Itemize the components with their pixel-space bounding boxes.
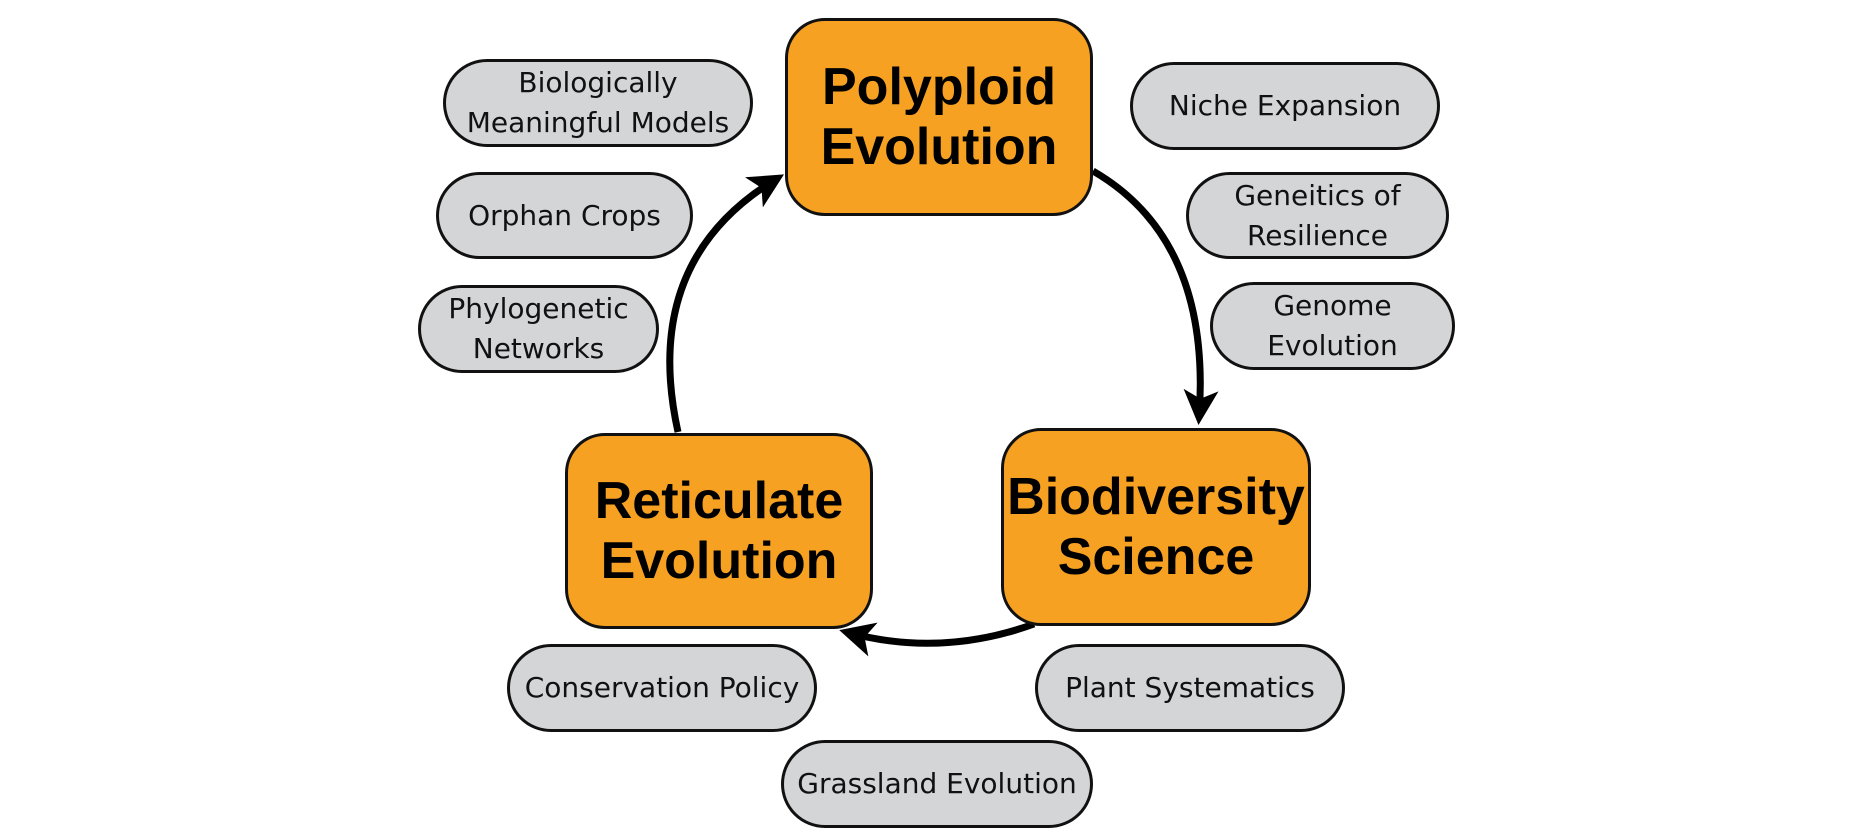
arrow-biodiversity-to-reticulate — [839, 620, 1036, 657]
reticulate-evolution-label: Reticulate Evolution — [594, 472, 844, 590]
reticulate-evolution-node: Reticulate Evolution — [565, 433, 873, 629]
topic-label: Phylogenetic Networks — [448, 292, 629, 365]
topic-geneitics-of-resilience: Geneitics of Resilience — [1186, 172, 1449, 259]
topic-niche-expansion: Niche Expansion — [1130, 62, 1440, 150]
topic-label: Grassland Evolution — [797, 767, 1077, 800]
topic-label: Niche Expansion — [1168, 89, 1402, 122]
topic-orphan-crops: Orphan Crops — [436, 172, 693, 259]
topic-label: Conservation Policy — [524, 671, 800, 704]
biodiversity-science-node: Biodiversity Science — [1001, 428, 1311, 626]
topic-biologically-meaningful-models: Biologically Meaningful Models — [443, 59, 753, 147]
topic-label: Geneitics of Resilience — [1234, 178, 1401, 252]
biodiversity-science-label: Biodiversity Science — [1007, 468, 1305, 586]
topic-label: Biologically Meaningful Models — [466, 66, 730, 139]
topic-conservation-policy: Conservation Policy — [507, 644, 817, 732]
topic-label: Plant Systematics — [1065, 671, 1315, 704]
topic-label: Genome Evolution — [1267, 289, 1398, 362]
topic-grassland-evolution: Grassland Evolution — [781, 740, 1093, 828]
polyploid-evolution-label: Polyploid Evolution — [820, 58, 1058, 176]
topic-plant-systematics: Plant Systematics — [1035, 644, 1345, 732]
polyploid-evolution-node: Polyploid Evolution — [785, 18, 1093, 216]
topic-genome-evolution: Genome Evolution — [1210, 282, 1455, 370]
topic-phylogenetic-networks: Phylogenetic Networks — [418, 285, 659, 373]
arrow-reticulate-to-polyploid — [666, 174, 785, 433]
arrow-polyploid-to-biodiversity — [1091, 167, 1219, 425]
topic-label: Orphan Crops — [468, 198, 661, 232]
